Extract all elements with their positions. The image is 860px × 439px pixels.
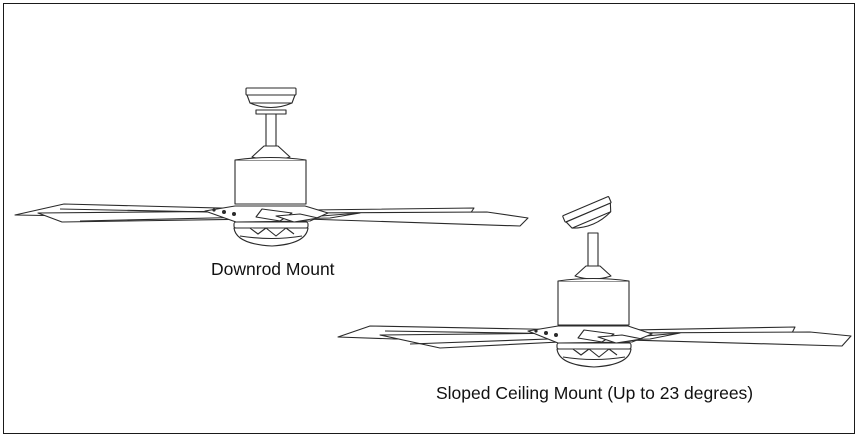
downrod-mount-caption: Downrod Mount xyxy=(211,259,335,279)
sloped-fan-hub xyxy=(527,325,653,344)
downrod xyxy=(265,113,277,147)
downrod-fan-blades xyxy=(14,203,529,227)
sloped-ceiling-mount-caption: Sloped Ceiling Mount (Up to 23 degrees) xyxy=(436,383,754,403)
downrod-fan-light-kit xyxy=(233,221,309,247)
sloped-downrod xyxy=(587,232,599,267)
downrod-fan-drawing xyxy=(14,87,529,247)
downrod-fan-motor-housing xyxy=(234,156,307,205)
downrod-fan-canopy xyxy=(245,87,297,115)
sloped-fan-canopy xyxy=(562,196,612,229)
sloped-fan-light-kit xyxy=(556,342,632,368)
sloped-fan-motor-housing xyxy=(557,277,630,326)
sloped-fan-coupler xyxy=(574,265,612,280)
sloped-fan-drawing xyxy=(337,196,852,368)
